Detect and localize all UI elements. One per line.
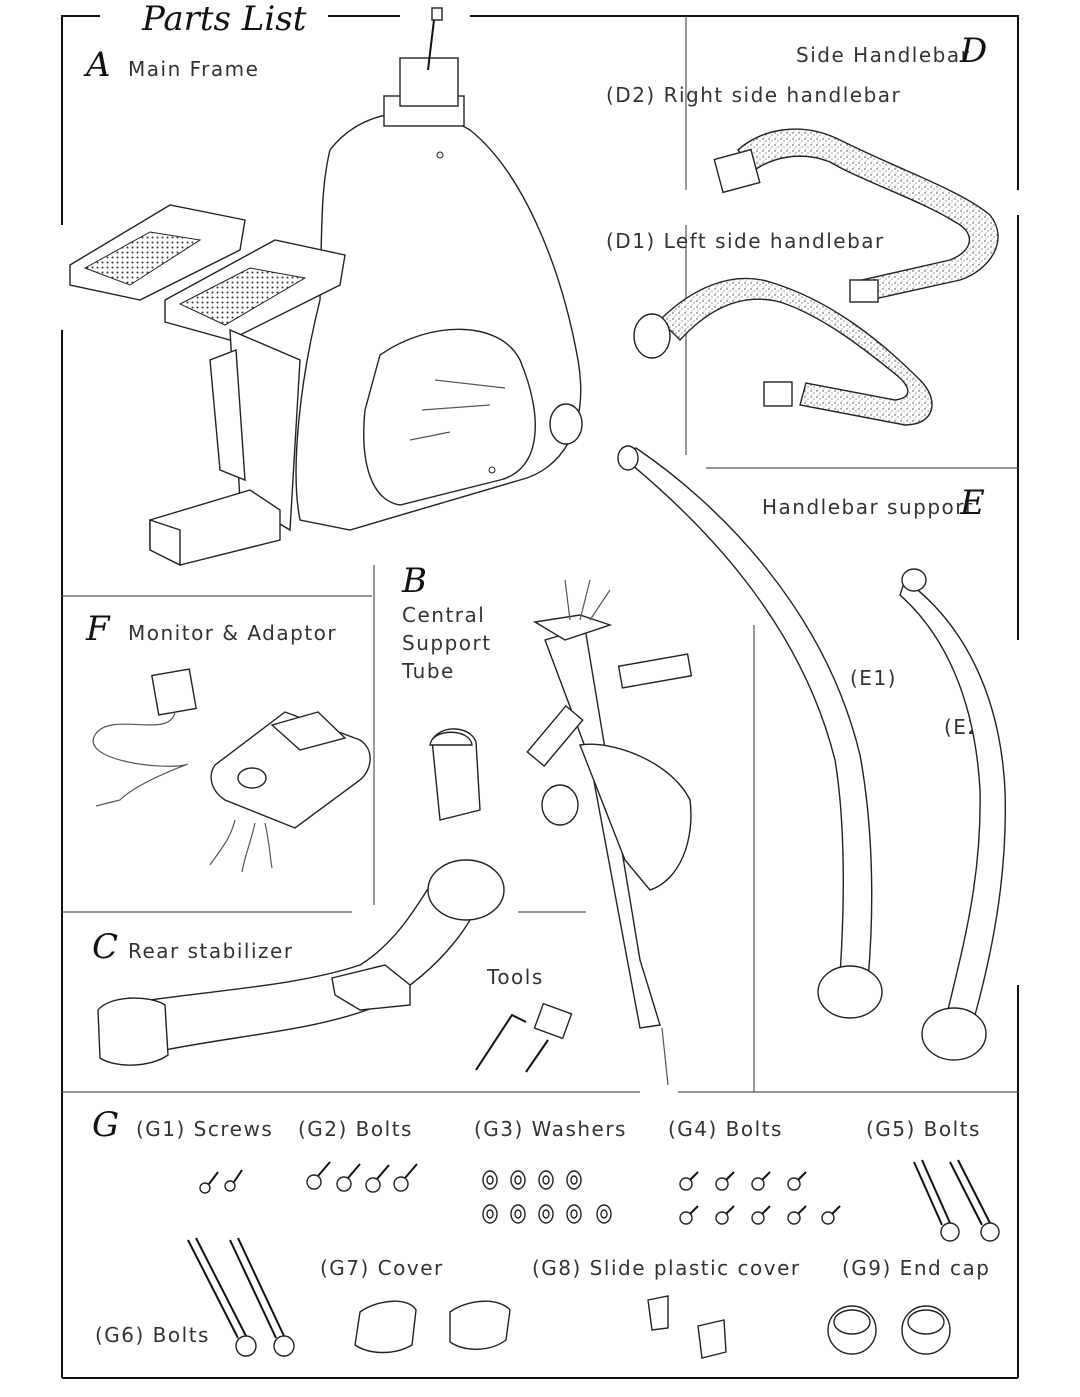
section-dividers — [62, 16, 1018, 1093]
g9-label: (G9) End cap — [842, 1256, 991, 1280]
g5-bolts-drawing — [913, 1159, 1000, 1242]
section-a-label: Main Frame — [128, 57, 259, 81]
g3-washers-drawing — [482, 1170, 612, 1224]
section-g-letter: G — [92, 1105, 119, 1145]
section-b-line1: Central — [402, 603, 485, 627]
main-frame-drawing — [69, 7, 583, 567]
section-e-label: Handlebar support — [762, 495, 974, 519]
d2-label: (D2) Right side handlebar — [606, 83, 901, 107]
g6-label: (G6) Bolts — [95, 1323, 210, 1347]
g8-slide-cover-drawing — [647, 1295, 727, 1359]
section-c-label: Rear stabilizer — [128, 939, 294, 963]
g5-label: (G5) Bolts — [866, 1117, 981, 1141]
d1-label: (D1) Left side handlebar — [606, 229, 885, 253]
section-a-letter: A — [83, 45, 111, 85]
section-d-letter: D — [959, 31, 987, 71]
section-c-letter: C — [92, 927, 118, 967]
e1-label: (E1) — [850, 666, 897, 690]
g2-label: (G2) Bolts — [298, 1117, 413, 1141]
g1-screws-drawing — [199, 1169, 243, 1194]
g7-label: (G7) Cover — [320, 1256, 444, 1280]
monitor-adaptor-drawing — [92, 668, 371, 873]
page-title: Parts List — [141, 0, 307, 39]
g4-bolts-drawing — [679, 1171, 841, 1225]
g6-bolts-drawing — [187, 1237, 295, 1357]
section-b-line2: Support — [402, 631, 492, 655]
section-f-label: Monitor & Adaptor — [128, 621, 337, 645]
central-support-tube-drawing — [429, 579, 693, 1086]
outer-frame — [61, 15, 1019, 1379]
section-b-letter: B — [401, 561, 427, 601]
section-f-letter: F — [85, 609, 111, 649]
g4-label: (G4) Bolts — [668, 1117, 783, 1141]
tools-label: Tools — [486, 965, 544, 989]
g2-bolts-drawing — [306, 1161, 418, 1193]
g9-end-cap-drawing — [827, 1305, 951, 1355]
rear-stabilizer-drawing — [97, 859, 505, 1066]
side-handlebar-drawing — [633, 128, 999, 426]
section-d-label: Side Handlebar — [796, 43, 970, 67]
section-b-line3: Tube — [401, 659, 455, 683]
handlebar-support-drawing — [617, 445, 1007, 1061]
g7-cover-drawing — [354, 1300, 511, 1354]
section-e-letter: E — [959, 483, 985, 523]
tools-drawing — [475, 1002, 573, 1073]
g3-label: (G3) Washers — [474, 1117, 627, 1141]
g1-label: (G1) Screws — [136, 1117, 273, 1141]
g8-label: (G8) Slide plastic cover — [532, 1256, 801, 1280]
